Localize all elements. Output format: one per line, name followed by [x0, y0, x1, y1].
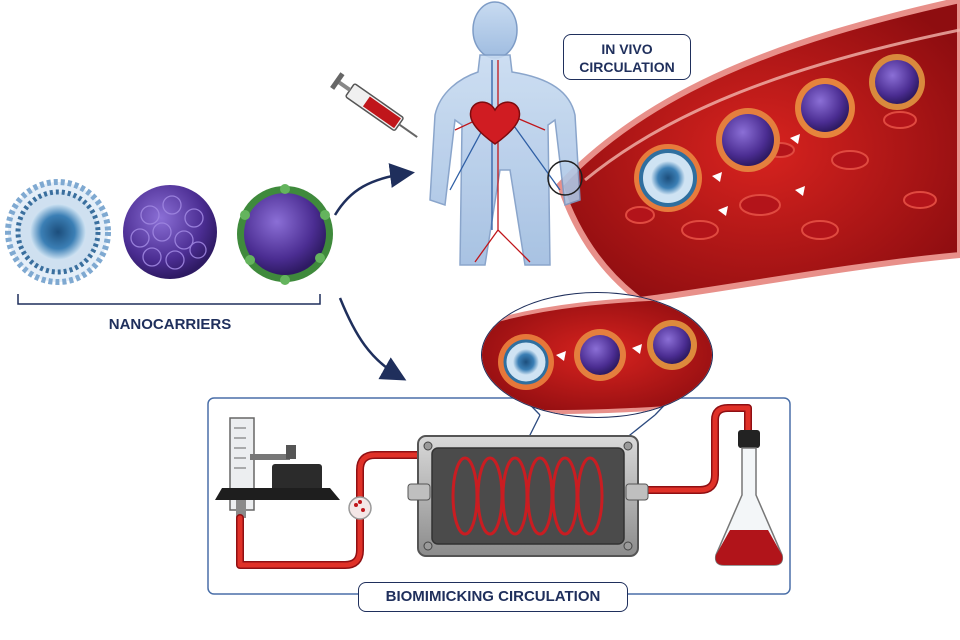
sample-port — [348, 496, 372, 520]
vessel-polymer-particle — [716, 108, 780, 172]
vessel-polymer-particle-2 — [795, 78, 855, 138]
liposome-icon — [5, 179, 111, 285]
protein-corona-nanoparticle-icon — [237, 184, 333, 285]
nanocarriers-bracket — [17, 294, 321, 305]
zoom-marker — [547, 160, 583, 196]
arrow-to-in-vivo — [333, 163, 415, 216]
syringe-icon — [330, 72, 418, 138]
polymer-nanoparticle-icon — [123, 185, 217, 279]
vessel-liposome — [634, 144, 702, 212]
tubing — [236, 404, 752, 569]
flow-chamber-icon — [407, 435, 649, 557]
nanocarriers-label: NANOCARRIERS — [108, 316, 232, 333]
heart-icon — [469, 101, 521, 145]
magnified-vessel-view — [481, 292, 713, 456]
flask-icon — [714, 430, 784, 566]
flow-arrows — [712, 134, 805, 216]
vessel-corona-particle — [869, 54, 925, 110]
arrow-to-biomimicking — [338, 297, 407, 381]
human-body-icon — [429, 1, 581, 266]
pump-icon — [215, 417, 340, 518]
in-vivo-label: IN VIVO CIRCULATION — [563, 34, 691, 80]
biomimicking-label: BIOMIMICKING CIRCULATION — [358, 582, 628, 612]
